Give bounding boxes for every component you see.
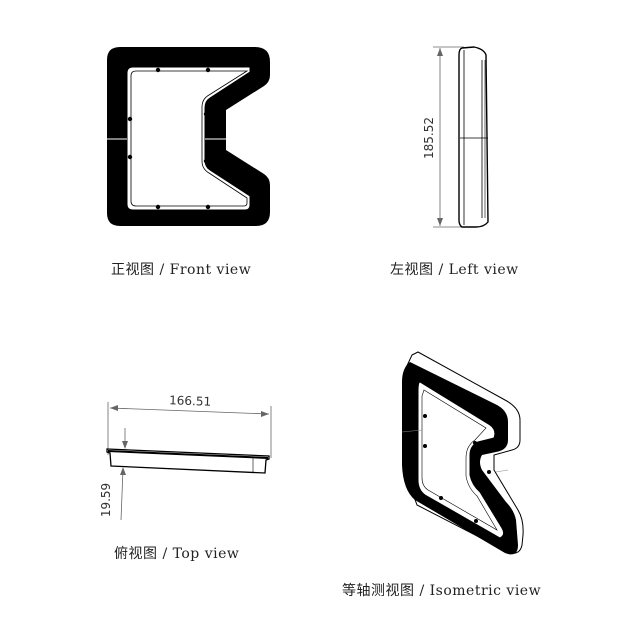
top-view-drawing: 166.51 19.59 — [99, 393, 272, 521]
top-view-caption: 俯视图 / Top view — [114, 546, 240, 562]
front-view-caption: 正视图 / Front view — [111, 262, 252, 278]
left-height-dimension: 185.52 — [422, 117, 436, 159]
top-height-dimension: 19.59 — [99, 483, 113, 517]
isometric-view-drawing — [401, 351, 524, 555]
front-view-drawing — [107, 47, 270, 226]
isometric-view-caption: 等轴测视图 / Isometric view — [342, 583, 542, 599]
left-view-drawing: 185.52 — [422, 46, 489, 228]
top-width-dimension: 166.51 — [169, 393, 211, 408]
left-view-caption: 左视图 / Left view — [390, 262, 519, 278]
